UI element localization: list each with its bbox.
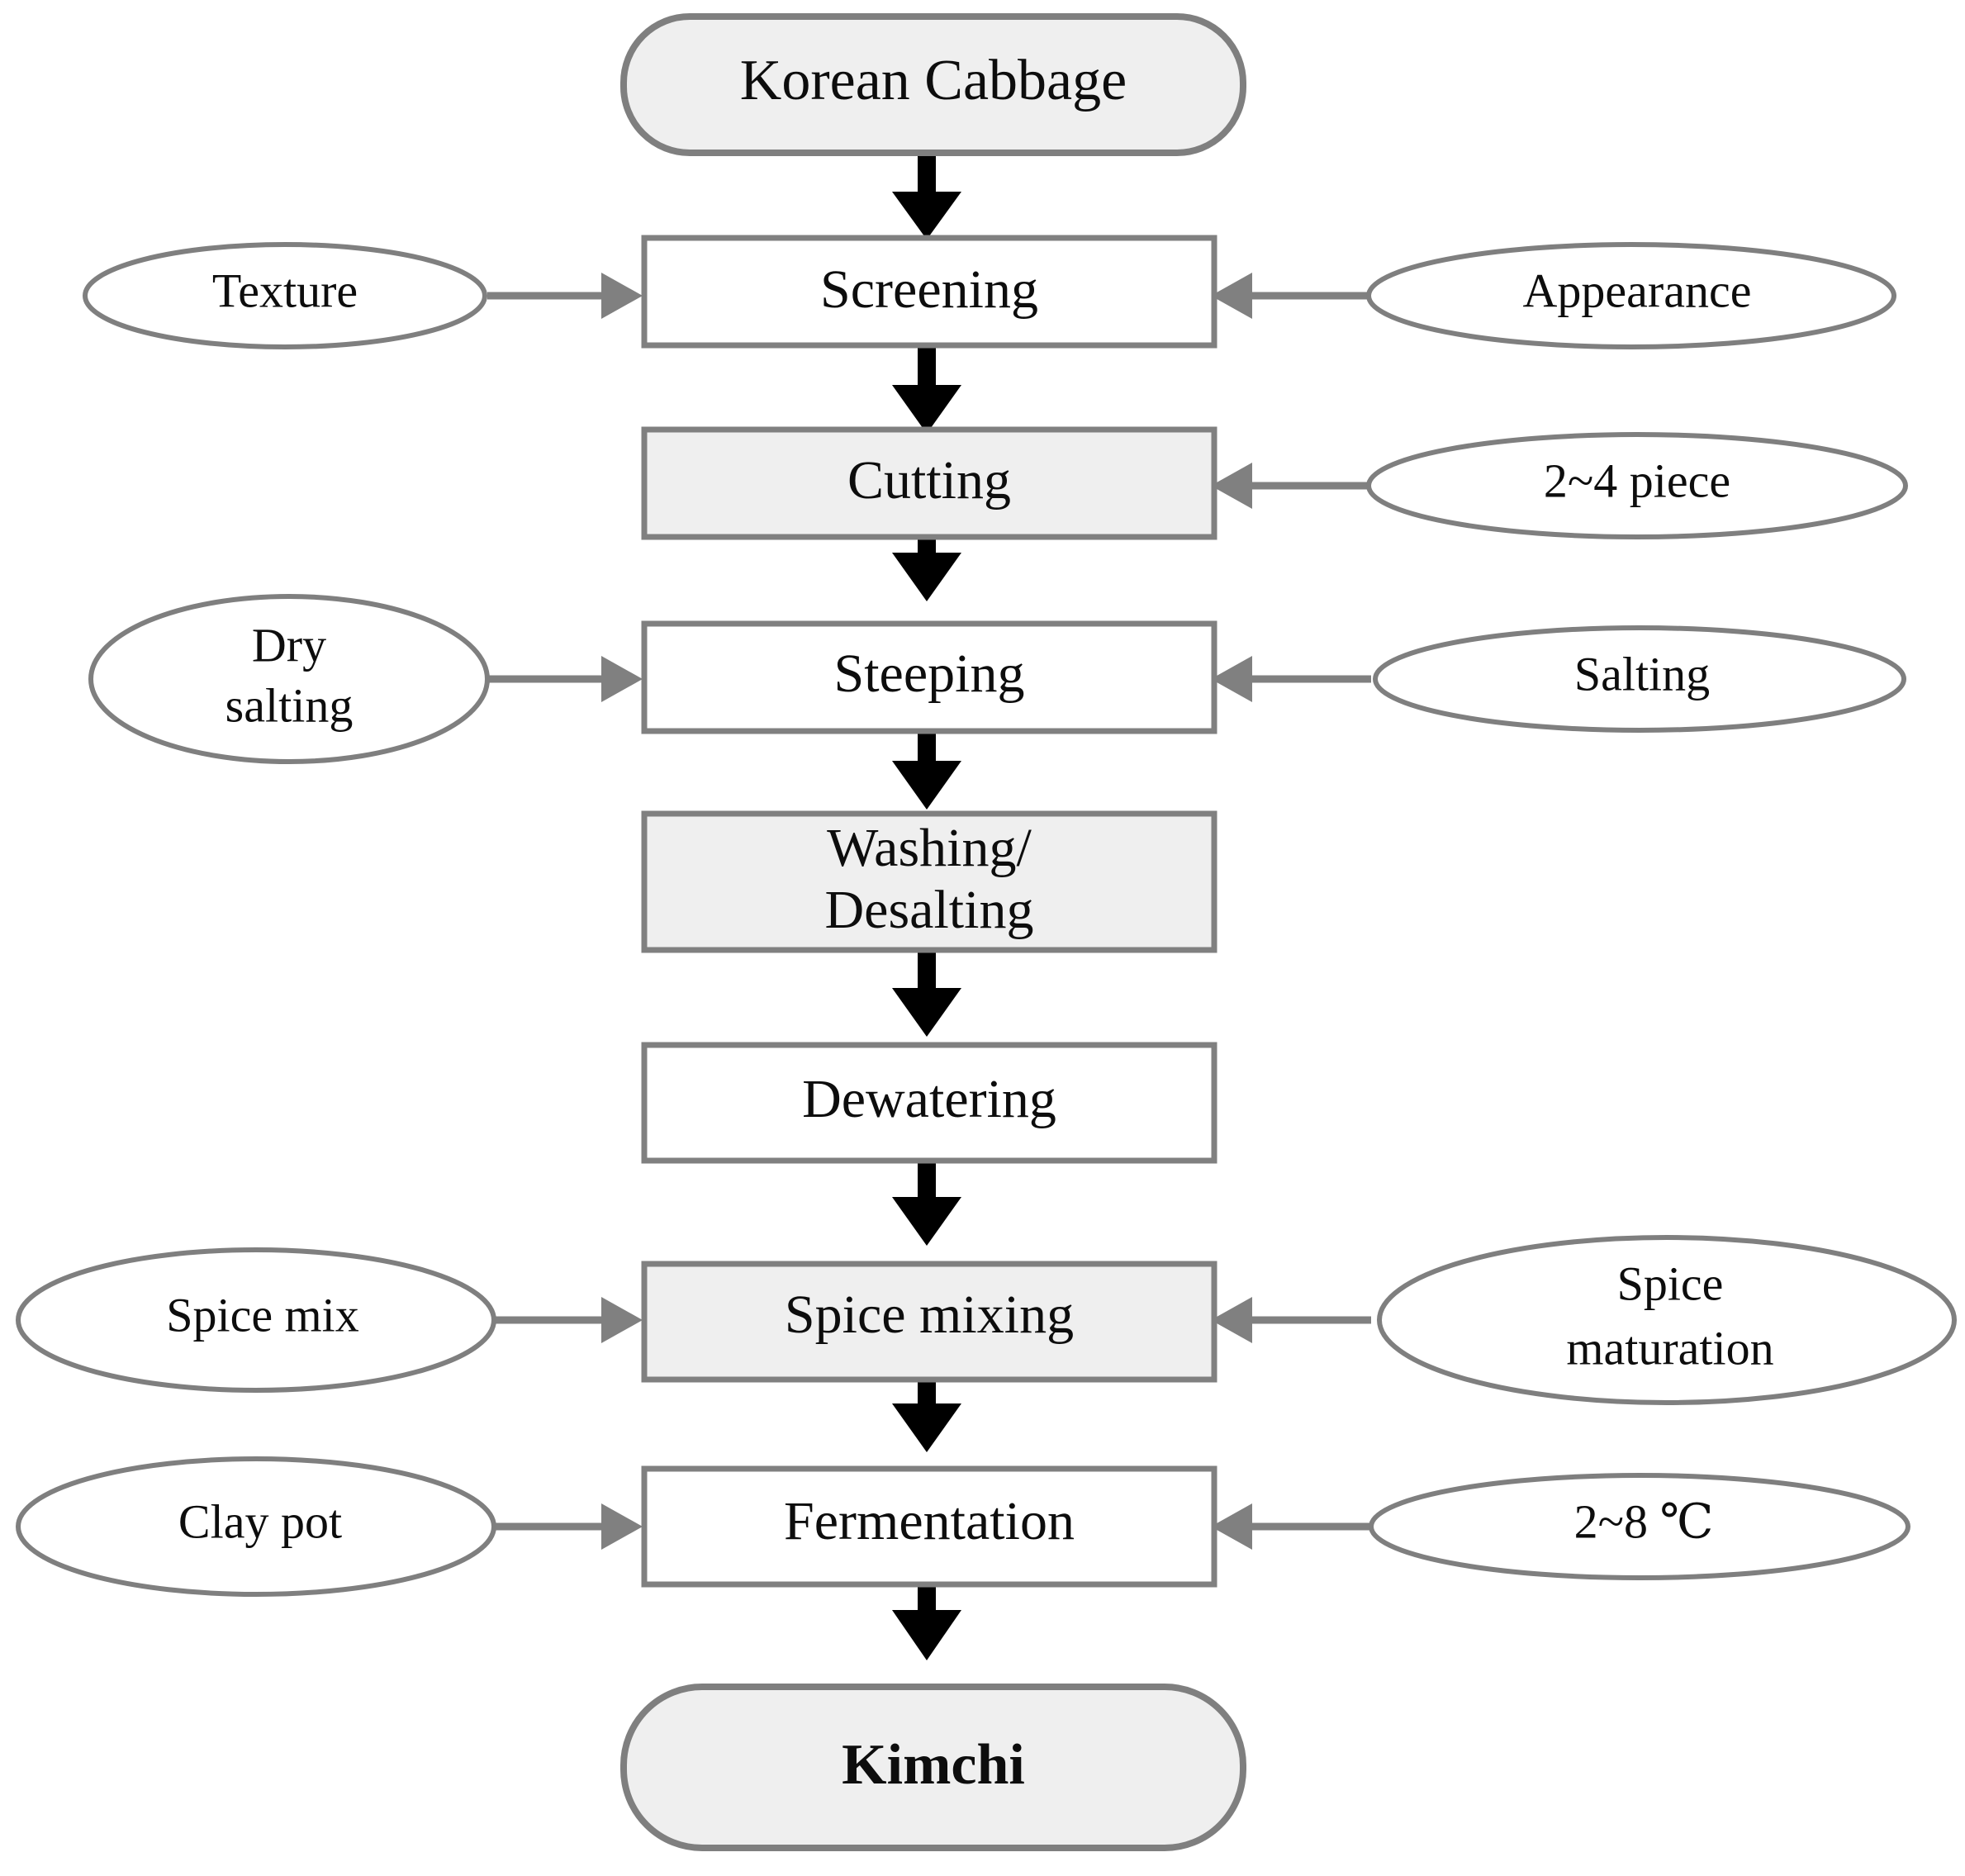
ellipse-label-appearance: Appearance — [1523, 264, 1752, 317]
vertical-arrow-screening-to-cutting — [892, 345, 961, 434]
node-spice-mixing[interactable]: Spice mixing — [641, 1261, 1217, 1383]
ellipse-clay-pot[interactable]: Clay pot — [16, 1456, 496, 1597]
ellipse-label-clay-pot: Clay pot — [178, 1494, 342, 1548]
ellipse-temperature[interactable]: 2~8 ℃ — [1369, 1473, 1910, 1580]
connector-spicemix-to-spicemixing — [487, 1297, 643, 1343]
node-label-washing-line1: Washing/ — [827, 818, 1032, 878]
ellipse-label-temperature: 2~8 ℃ — [1574, 1494, 1714, 1548]
node-label-cutting: Cutting — [847, 450, 1011, 511]
node-label-kimchi: Kimchi — [842, 1733, 1025, 1797]
node-steeping[interactable]: Steeping — [641, 620, 1217, 734]
ellipse-label-spice-maturation-line2: maturation — [1566, 1321, 1773, 1375]
ellipse-appearance[interactable]: Appearance — [1366, 242, 1896, 349]
node-screening[interactable]: Screening — [641, 235, 1217, 349]
ellipse-label-spice-maturation-line1: Spice — [1617, 1256, 1724, 1310]
connector-texture-to-screening — [487, 273, 643, 319]
node-label-washing-line2: Desalting — [825, 880, 1034, 940]
node-label-screening: Screening — [820, 259, 1038, 320]
ellipse-dry-salting[interactable]: Dry salting — [88, 594, 490, 764]
node-dewatering[interactable]: Dewatering — [641, 1042, 1217, 1164]
ellipse-label-dry-salting-line2: salting — [225, 678, 354, 732]
ellipse-label-spice-mix: Spice mix — [166, 1288, 359, 1342]
ellipse-2-4-piece[interactable]: 2~4 piece — [1366, 432, 1908, 539]
ellipse-label-salting: Salting — [1574, 647, 1710, 701]
connector-pieces-to-cutting — [1211, 463, 1371, 509]
node-label-korean-cabbage: Korean Cabbage — [740, 49, 1127, 112]
ellipse-label-2-4-piece: 2~4 piece — [1544, 454, 1730, 507]
ellipse-label-dry-salting-line1: Dry — [252, 618, 326, 672]
node-korean-cabbage[interactable]: Korean Cabbage — [620, 13, 1246, 156]
vertical-arrow-start-to-screening — [892, 149, 961, 240]
node-label-spice-mixing: Spice mixing — [785, 1285, 1074, 1345]
node-cutting[interactable]: Cutting — [641, 426, 1217, 540]
ellipse-salting[interactable]: Salting — [1373, 625, 1906, 733]
node-label-fermentation: Fermentation — [784, 1491, 1075, 1551]
ellipse-texture[interactable]: Texture — [83, 242, 487, 349]
ellipse-label-texture: Texture — [212, 264, 358, 317]
connector-claypot-to-fermentation — [487, 1503, 643, 1550]
connector-spicematuration-to-spicemixing — [1211, 1297, 1371, 1343]
node-label-steeping: Steeping — [834, 644, 1025, 704]
connector-salting-to-steeping — [1211, 656, 1371, 702]
connector-drysalting-to-steeping — [487, 656, 643, 702]
connector-temperature-to-fermentation — [1211, 1503, 1371, 1550]
node-washing-desalting[interactable]: Washing/ Desalting — [641, 810, 1217, 953]
connector-appearance-to-screening — [1211, 273, 1371, 319]
ellipse-spice-maturation[interactable]: Spice maturation — [1377, 1235, 1957, 1405]
node-label-dewatering: Dewatering — [802, 1069, 1056, 1129]
ellipse-spice-mix[interactable]: Spice mix — [16, 1247, 496, 1393]
vertical-arrow-washing-to-dewatering — [892, 948, 961, 1037]
node-kimchi[interactable]: Kimchi — [620, 1684, 1246, 1851]
node-fermentation[interactable]: Fermentation — [641, 1465, 1217, 1588]
vertical-arrow-dewatering-to-spicemixing — [892, 1156, 961, 1246]
